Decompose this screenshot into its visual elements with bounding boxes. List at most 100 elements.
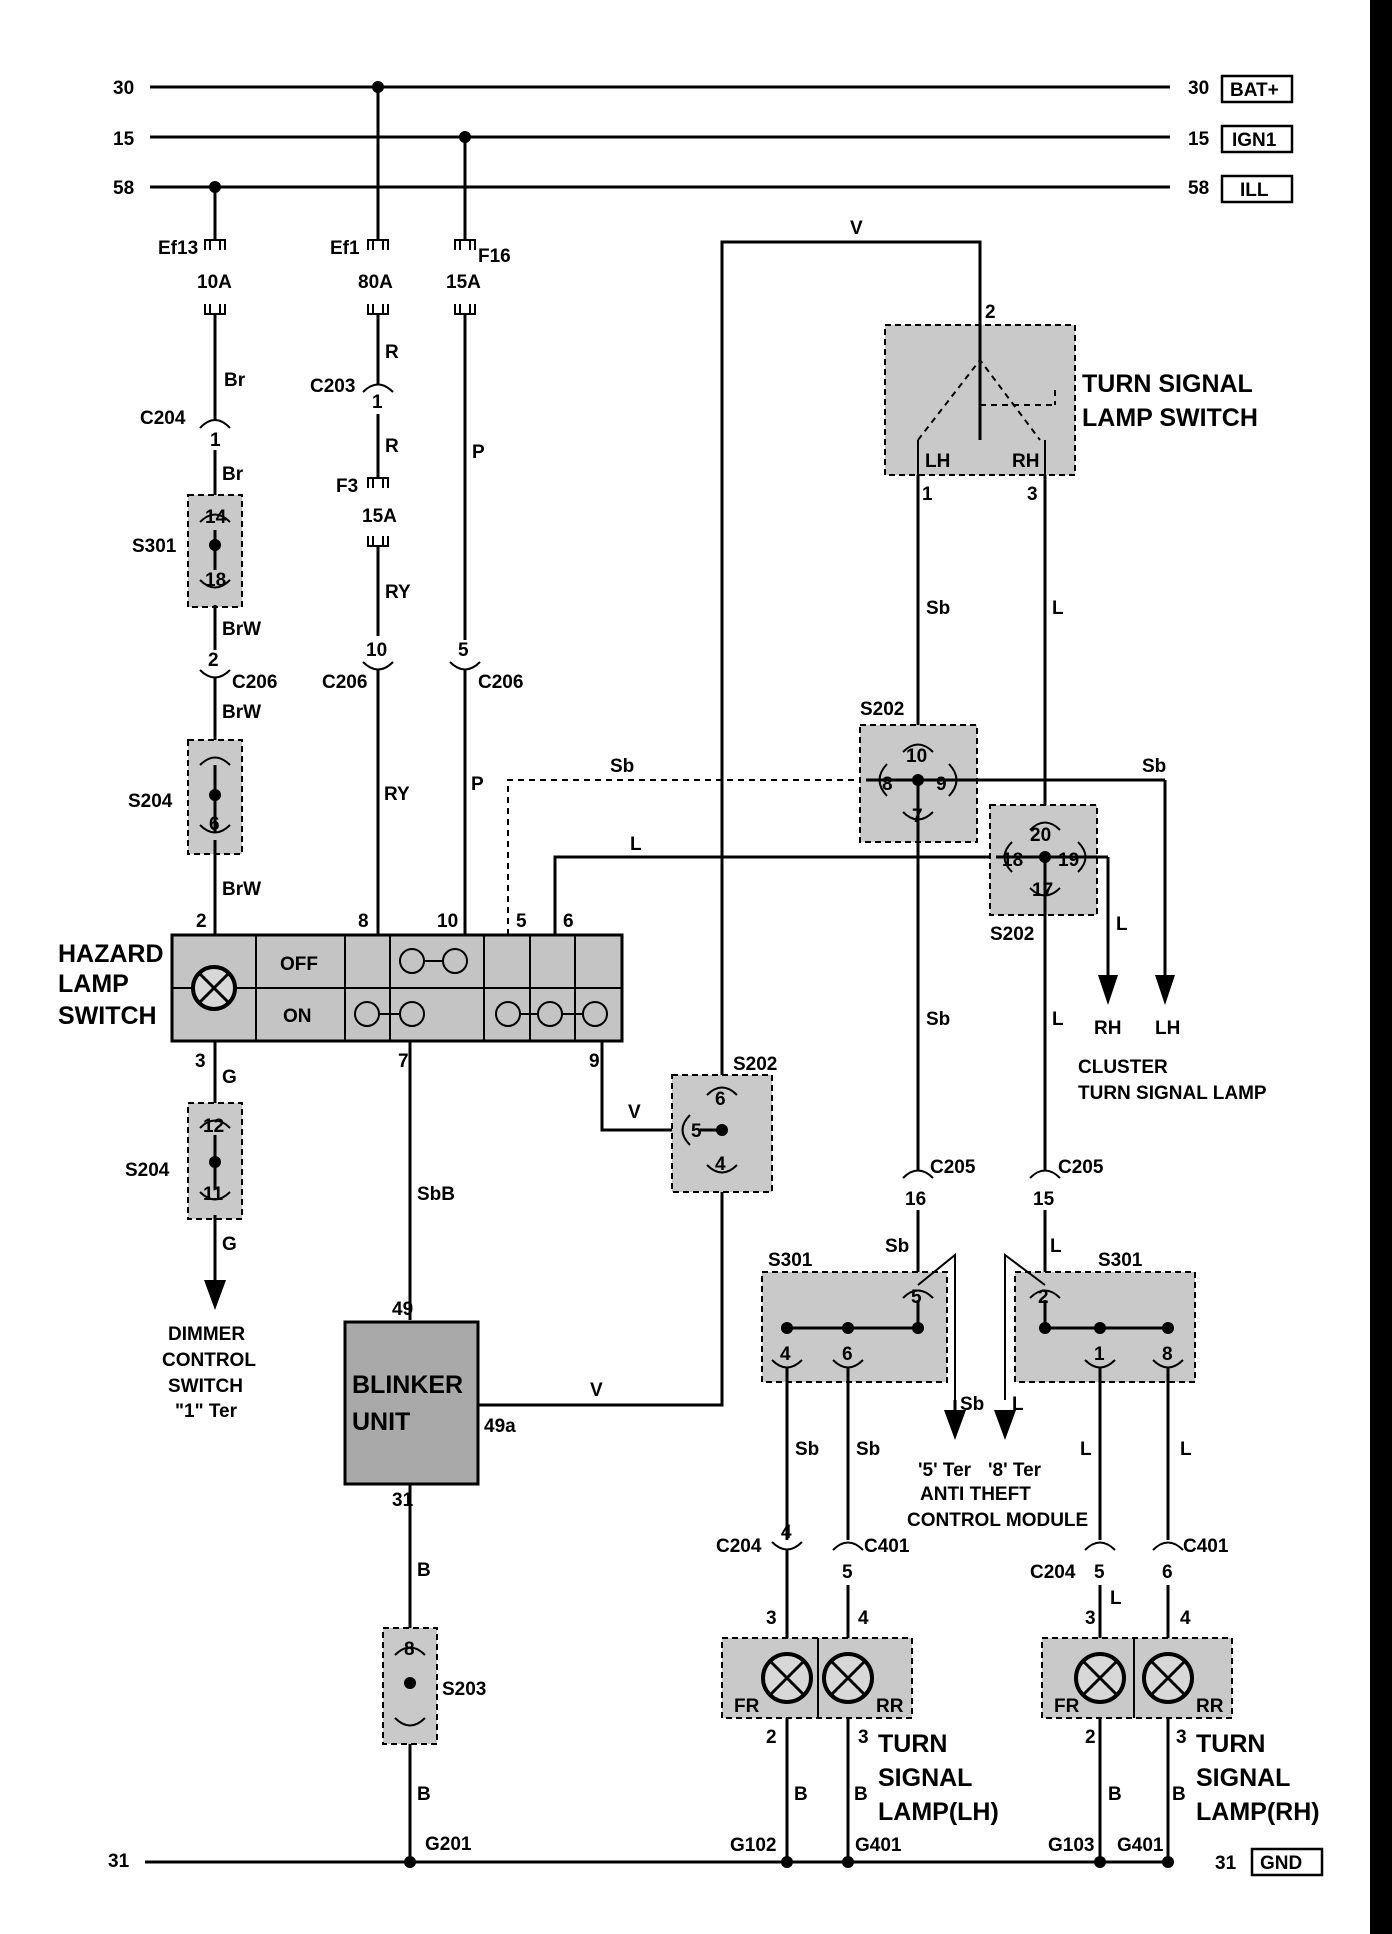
wire-v-label-top: V [850, 218, 863, 239]
ef13-branch: Ef13 10A Br 1 C204 Br 14 18 S301 BrW 2 C… [128, 187, 277, 935]
turn-signal-lamp-lh: Sb Sb 4 C204 C401 5 3 4 FR RR 2 3 B B TU… [716, 1368, 999, 1862]
c204-label: C204 [140, 408, 186, 429]
hazard-pin-3: 3 [195, 1051, 206, 1072]
hazard-title-2: LAMP [58, 970, 129, 998]
c204-pin-4: 4 [781, 1522, 792, 1543]
rail-58: 58 58 ILL [113, 174, 1294, 204]
wire-b-label-rr-lh: B [854, 1784, 868, 1805]
s202-pin-20: 20 [1030, 825, 1051, 846]
cluster-rh-arrow-icon [1098, 975, 1118, 1005]
rail-15-right-label: 15 [1188, 129, 1210, 150]
cluster-lh-label: LH [1155, 1018, 1180, 1039]
c401-label-lh: C401 [864, 1536, 910, 1557]
turn-switch-pin-3: 3 [1027, 484, 1038, 505]
lamp-lh-fr-label: FR [734, 1696, 760, 1717]
anti-theft-control-module: '5' Ter '8' Ter ANTI THEFT CONTROL MODUL… [907, 1460, 1088, 1531]
blinker-unit: SbB 49 BLINKER UNIT 49a 31 B 8 S203 B G2… [343, 1041, 516, 1862]
wire-sb-label-right: Sb [1142, 756, 1166, 777]
s204-pin-6: 6 [209, 814, 220, 835]
turn-switch-lh-label: LH [925, 451, 950, 472]
hazard-pin-6: 6 [563, 911, 574, 932]
wire-brw-label-2: BrW [222, 702, 261, 723]
wire-sbb-label: SbB [417, 1184, 455, 1205]
fuse-f3-label: F3 [336, 476, 358, 497]
hazard-pin-10: 10 [437, 911, 458, 932]
lamp-lh-fr-pin-3: 3 [766, 1608, 777, 1629]
ill-tag: ILL [1240, 180, 1269, 201]
c206-pin-10: 10 [366, 640, 387, 661]
wire-brw-label-3: BrW [222, 879, 261, 900]
hazard-outputs: Sb L V [507, 756, 996, 1132]
lamp-rh-title-1: TURN [1196, 1730, 1265, 1758]
c205-label-right: C205 [1058, 1157, 1104, 1178]
antitheft-5-arrow-icon [944, 1410, 966, 1440]
wire-l-label-switch: L [1052, 598, 1064, 619]
s202-upper-splice: S202 10 8 9 7 Sb Sb [859, 699, 1167, 1170]
blinker-pin-31: 31 [392, 1490, 414, 1511]
wire-brw-label: BrW [222, 619, 261, 640]
lamp-rh-fr-label: FR [1054, 1696, 1080, 1717]
antitheft-line-1: ANTI THEFT [920, 1484, 1031, 1505]
lamp-lh-rr-pin-3: 3 [858, 1727, 869, 1748]
s204-label-upper: S204 [128, 791, 173, 812]
turn-signal-lamp-switch: 2 LH RH TURN SIGNAL LAMP SWITCH 1 3 Sb L [884, 302, 1258, 810]
wire-sb-label-fr-lh: Sb [795, 1439, 819, 1460]
bat-plus-tag: BAT+ [1230, 80, 1279, 101]
c206-label-right: C206 [478, 672, 523, 693]
lamp-lh-fr-pin-2: 2 [766, 1727, 777, 1748]
wire-sb-label-lower: Sb [926, 1009, 950, 1030]
cluster-lh-arrow-icon [1155, 975, 1175, 1005]
ef1-branch: Ef1 80A R 1 C203 R F3 15A RY 10 C206 RY [310, 87, 411, 935]
cluster-line-1: CLUSTER [1078, 1057, 1168, 1078]
lamp-rh-rr-pin-3: 3 [1176, 1727, 1187, 1748]
wire-sb-label-rr-lh: Sb [856, 1439, 880, 1460]
wire-sb-label-c205: Sb [885, 1236, 909, 1257]
s202-right-splice: 20 18 19 17 S202 L L [989, 804, 1128, 1170]
c204-pin-5: 5 [1094, 1562, 1105, 1583]
wire-l-label-cluster: L [1116, 914, 1128, 935]
s202-pin-19: 19 [1058, 850, 1079, 871]
wire-b-label-blinker-2: B [417, 1784, 431, 1805]
wire-l-label-lower: L [1052, 1009, 1064, 1030]
wire-r-label-2: R [385, 436, 399, 457]
c206-pin-5: 5 [458, 640, 469, 661]
wire-v-label-bottom: V [590, 1380, 603, 1401]
g401-label-rh: G401 [1117, 1835, 1164, 1856]
s202-pin-4: 4 [715, 1154, 726, 1175]
s204-pin-12: 12 [203, 1116, 224, 1137]
s301-label-left: S301 [132, 536, 177, 557]
c205-pin-16: 16 [905, 1189, 926, 1210]
fuse-ef13-label: Ef13 [158, 238, 198, 259]
c401-label-rh: C401 [1183, 1536, 1229, 1557]
cluster-rh-label: RH [1094, 1018, 1121, 1039]
wire-g-label: G [222, 1067, 237, 1088]
wire-sb-label-1: Sb [610, 756, 634, 777]
s202-label-lower: S202 [733, 1054, 777, 1075]
gnd-tag: GND [1260, 1853, 1302, 1874]
lamp-rh-rr-label: RR [1196, 1696, 1224, 1717]
rail-30: 30 30 BAT+ [113, 74, 1294, 104]
lamp-rh-title-3: LAMP(RH) [1196, 1798, 1320, 1826]
s301-lh-pin-6: 6 [842, 1344, 853, 1365]
s204-label-lower: S204 [125, 1160, 170, 1181]
s202-label-upper: S202 [860, 699, 904, 720]
wire-b-label-fr-lh: B [794, 1784, 808, 1805]
lamp-rh-rr-pin-4: 4 [1180, 1608, 1191, 1629]
turn-switch-rh-label: RH [1012, 451, 1039, 472]
rail-58-left-label: 58 [113, 178, 134, 199]
wire-l-label-1: L [630, 834, 642, 855]
s203-label: S203 [442, 1679, 486, 1700]
c206-label-mid: C206 [322, 672, 367, 693]
rail-30-right-label: 30 [1188, 78, 1209, 99]
hazard-lamp-switch: HAZARD LAMP SWITCH OFF ON 8 10 5 6 [58, 911, 624, 1072]
s301-rh-pin-2: 2 [1038, 1287, 1049, 1308]
c206-pin-2: 2 [208, 650, 219, 671]
c204-label-rh: C204 [1030, 1562, 1076, 1583]
rail-31-left-label: 31 [108, 1851, 130, 1872]
wire-b-label-fr-rh: B [1108, 1784, 1122, 1805]
wire-l-label-c205: L [1050, 1236, 1062, 1257]
s203-pin-8: 8 [404, 1639, 415, 1660]
g201-label: G201 [425, 1834, 472, 1855]
s301-lh-pin-5: 5 [911, 1287, 922, 1308]
